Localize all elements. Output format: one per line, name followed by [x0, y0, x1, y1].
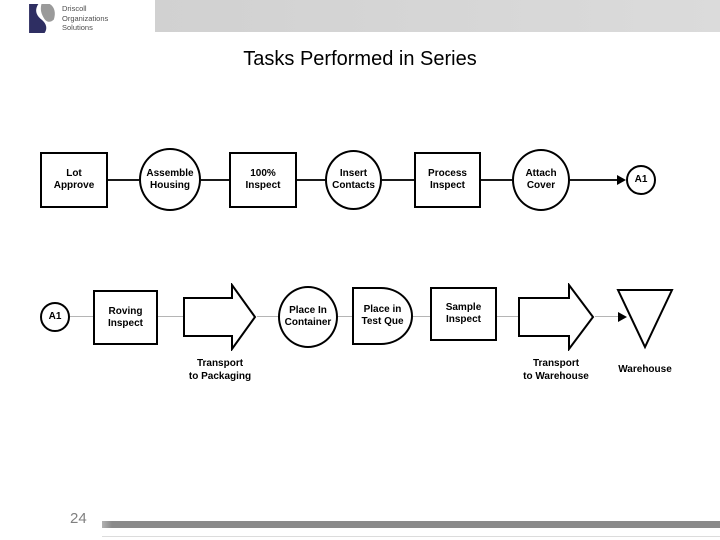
offpage-connector-a1: A1	[40, 302, 70, 332]
connector-line	[201, 179, 229, 181]
connector-line	[481, 179, 512, 181]
step-label: Process Inspect	[428, 168, 467, 191]
flow-step-place-in-test-que: Place in Test Que	[352, 287, 413, 345]
connector-line	[570, 179, 618, 181]
flow-step-roving-inspect: Roving Inspect	[93, 290, 158, 345]
step-label: Assemble Housing	[146, 167, 194, 191]
warehouse-triangle-shape	[616, 289, 674, 350]
flow-step-assemble-housing: Assemble Housing	[139, 148, 201, 211]
transport-caption: Transport to Packaging	[188, 358, 252, 382]
step-label: Sample Inspect	[445, 302, 482, 325]
connector-line	[297, 179, 325, 181]
connector-line	[70, 316, 93, 317]
connector-line	[108, 179, 139, 181]
footer-hairline	[102, 536, 720, 537]
connector-line	[257, 316, 278, 317]
step-label: Attach Cover	[525, 168, 557, 191]
flow-step-process-inspect: Process Inspect	[414, 152, 481, 208]
header-bar	[155, 0, 720, 32]
logo-mark-icon	[27, 3, 58, 34]
step-label: Lot Approve	[53, 168, 95, 191]
transport-caption: Transport to Warehouse	[523, 358, 589, 382]
footer-bar	[102, 521, 720, 528]
company-logo: Driscoll Organizations Solutions	[27, 3, 147, 37]
arrowhead-icon	[617, 175, 626, 185]
step-label: A1	[48, 311, 62, 322]
step-label: Place In Container	[284, 305, 332, 328]
connector-line	[158, 316, 183, 317]
company-name-line: Solutions	[62, 23, 93, 32]
connector-line	[497, 316, 518, 317]
warehouse-caption: Warehouse	[618, 364, 672, 375]
page-number: 24	[70, 510, 87, 527]
transport-arrow-shape	[183, 283, 257, 351]
transport-arrow-shape	[518, 283, 595, 351]
slide-title: Tasks Performed in Series	[243, 48, 477, 70]
company-name: Driscoll Organizations Solutions	[62, 3, 108, 37]
offpage-connector-a1: A1	[626, 165, 656, 195]
arrowhead-icon	[618, 312, 627, 322]
company-name-line: Driscoll	[62, 4, 87, 13]
flow-step-100-inspect: 100% Inspect	[229, 152, 297, 208]
step-label: Insert Contacts	[332, 168, 375, 191]
connector-line	[595, 316, 619, 317]
step-label: Roving Inspect	[107, 305, 143, 329]
connector-line	[338, 316, 352, 317]
flow-step-attach-cover: Attach Cover	[512, 149, 570, 211]
flow-step-sample-inspect: Sample Inspect	[430, 287, 497, 341]
flow-step-insert-contacts: Insert Contacts	[325, 150, 382, 210]
step-label: Place in Test Que	[361, 304, 404, 327]
step-label: A1	[634, 174, 648, 185]
connector-line	[413, 316, 430, 317]
connector-line	[382, 179, 414, 181]
step-label: 100% Inspect	[245, 168, 281, 191]
company-name-line: Organizations	[62, 13, 109, 23]
flow-step-place-in-container: Place In Container	[278, 286, 338, 348]
flow-step-lot-approve: Lot Approve	[40, 152, 108, 208]
